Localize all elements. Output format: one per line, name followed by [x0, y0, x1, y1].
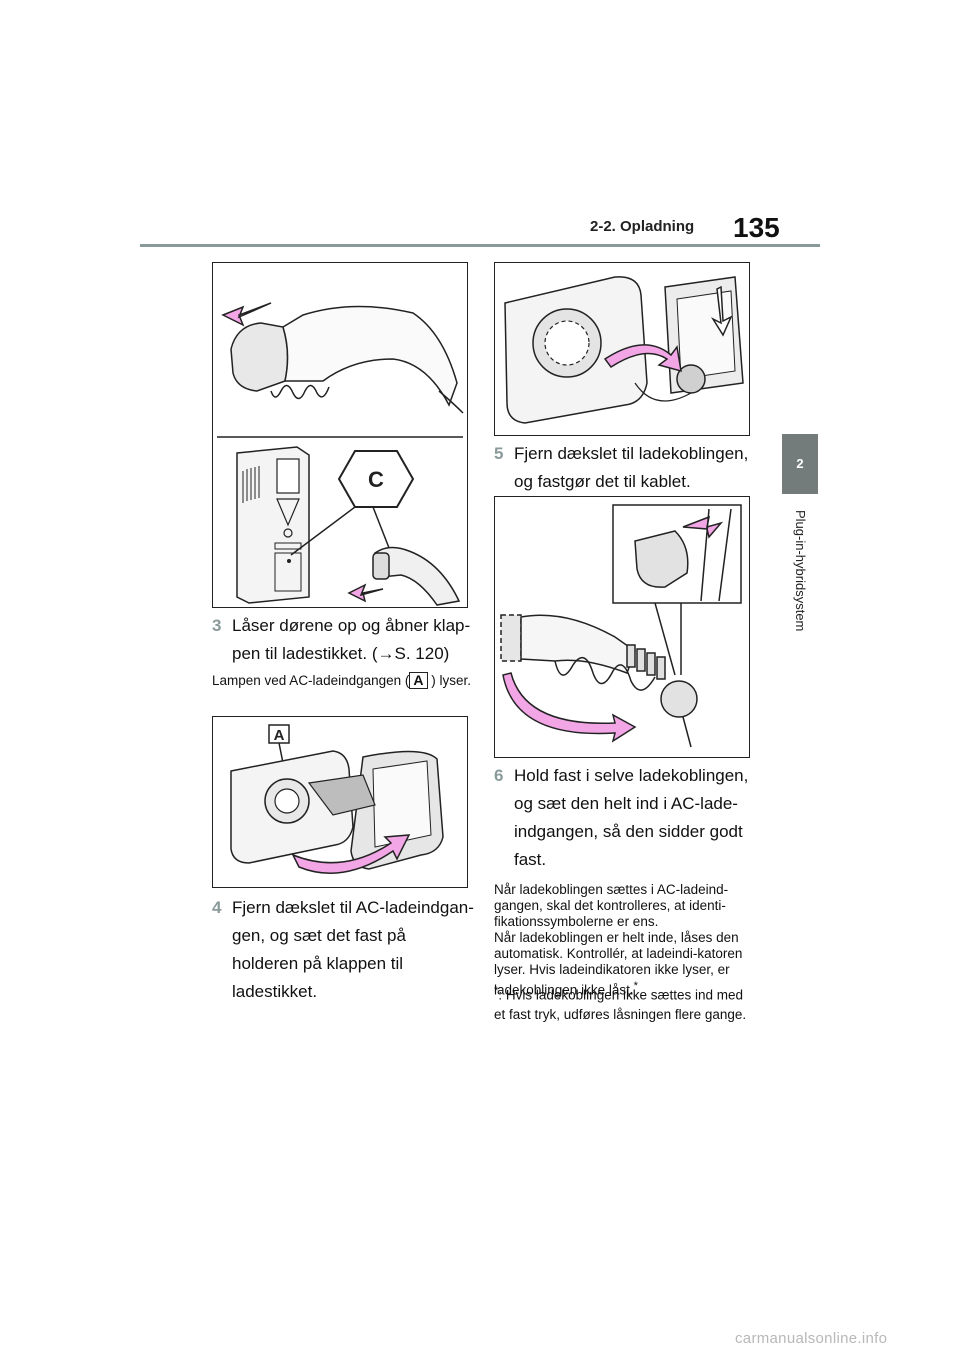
figure-connector-cap: C: [212, 262, 468, 608]
step-text: Låser dørene op og åbner klap-pen til la…: [232, 616, 471, 663]
figure-port-cap: [494, 262, 750, 436]
figure-cable-cap: [494, 496, 750, 758]
figure-charging-port: A: [212, 716, 468, 888]
section-title: 2-2. Opladning: [590, 218, 695, 235]
lock-note: Når ladekoblingen er helt inde, låses de…: [494, 930, 743, 998]
callout-label-a: A: [274, 727, 285, 744]
step-number: 4: [212, 898, 222, 917]
label-a: A: [409, 672, 428, 689]
footnote: *: Hvis ladekoblingen ikke sættes ind me…: [494, 985, 747, 1022]
step-text: Fjern dækslet til ladekoblingen, og fast…: [514, 444, 749, 491]
watermark: carmanualsonline.info: [735, 1330, 888, 1347]
callout-label-c: C: [368, 467, 384, 492]
step-4: 4 Fjern dækslet til AC-ladeindgan-gen, o…: [212, 894, 474, 1006]
step-6: 6 Hold fast i selve ladekoblingen, og sæ…: [494, 762, 756, 874]
step-text: Hold fast i selve ladekoblingen, og sæt …: [514, 766, 749, 869]
footnote-mark: *: [633, 980, 638, 992]
header-divider: [140, 244, 820, 247]
lamp-note: Lampen ved AC-ladeindgangen (A ) lyser.: [212, 672, 472, 689]
footnote-mark: *: [494, 985, 499, 997]
check-note: Når ladekoblingen sættes i AC-ladeind-ga…: [494, 882, 729, 929]
chapter-title: Plug-in-hybridsystem: [793, 510, 808, 632]
step-text: Fjern dækslet til AC-ladeindgan-gen, og …: [232, 898, 474, 1001]
page-number: 135: [733, 212, 780, 243]
chapter-number: 2: [796, 456, 804, 471]
step-3: 3 Låser dørene op og åbner klap-pen til …: [212, 612, 474, 668]
step-number: 6: [494, 766, 504, 785]
chapter-tab: 2: [782, 434, 818, 494]
step-number: 5: [494, 444, 504, 463]
step-5: 5 Fjern dækslet til ladekoblingen, og fa…: [494, 440, 756, 496]
step-number: 3: [212, 616, 222, 635]
